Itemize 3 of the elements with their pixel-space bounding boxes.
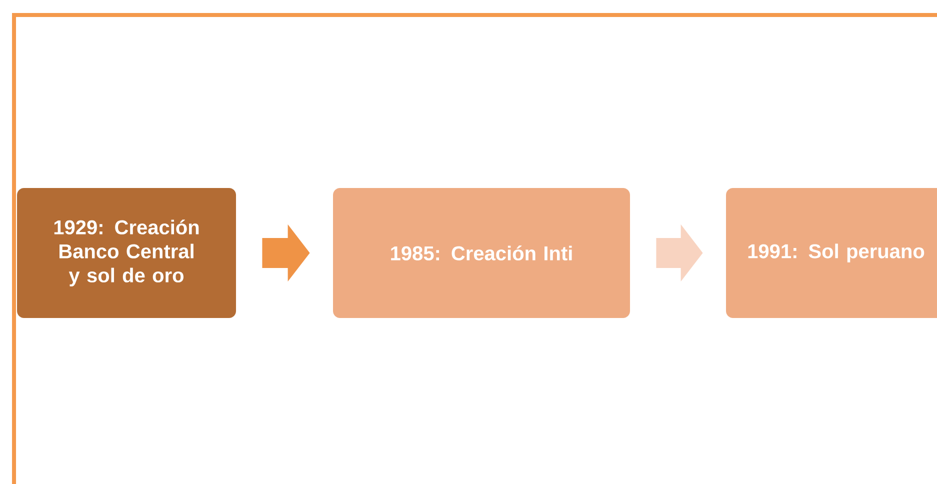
event-box: 1991: Sol peruano — [726, 188, 937, 318]
event-box: 1929: Creación Banco Central y sol de oro — [17, 188, 236, 318]
event-box: 1985: Creación Inti — [333, 188, 630, 318]
